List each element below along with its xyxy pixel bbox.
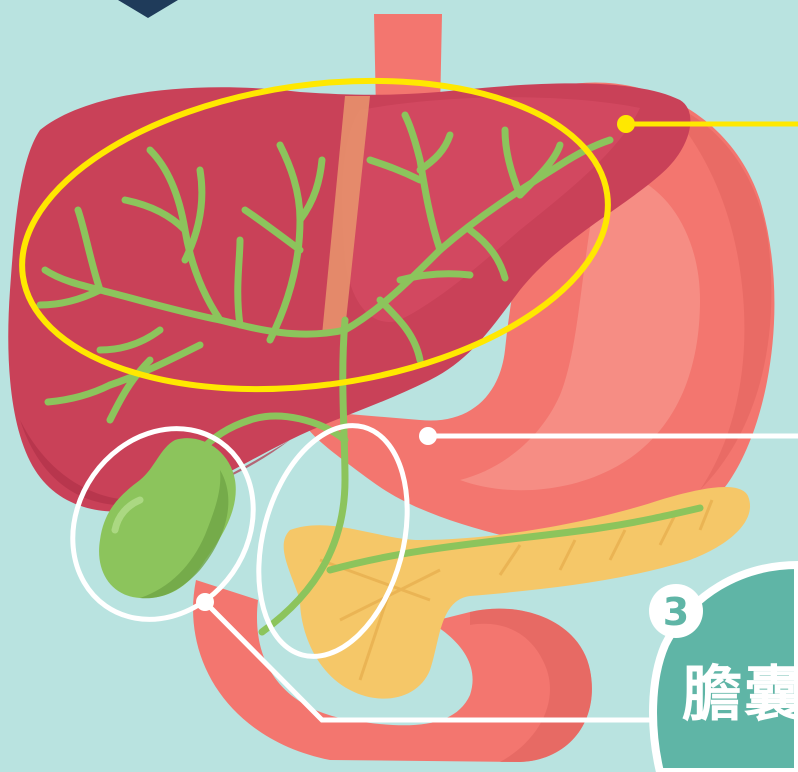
down-arrow-icon[interactable] (118, 0, 178, 18)
badge-label: 膽囊 (682, 646, 798, 733)
badge-number: 3 (663, 590, 689, 634)
